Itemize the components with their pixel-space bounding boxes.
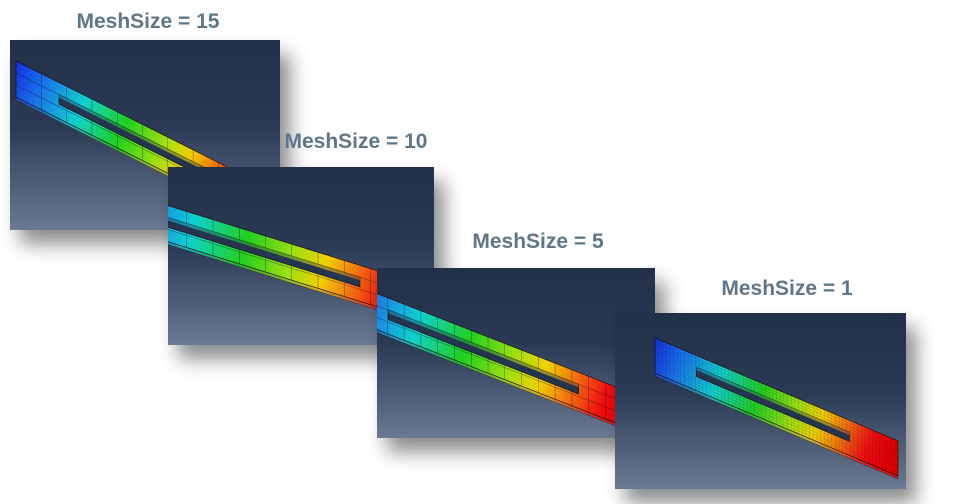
fea-result-panel-15	[10, 40, 280, 230]
panel-label-10: MeshSize = 10	[284, 130, 428, 153]
beam-plot	[654, 337, 899, 480]
mesh-line	[654, 346, 899, 450]
fea-result-panel-1	[615, 313, 906, 489]
slot-inner-wall	[388, 309, 579, 388]
mesh-line	[654, 340, 899, 444]
panel-label-5: MeshSize = 5	[472, 230, 604, 253]
mesh-line	[654, 370, 899, 474]
slot-inner-wall	[59, 94, 219, 178]
fea-result-panel-5	[377, 268, 655, 438]
panel-label-1: MeshSize = 1	[721, 277, 853, 300]
mesh-line	[654, 367, 899, 471]
mesh-line	[654, 361, 899, 465]
mesh-line	[654, 364, 899, 468]
beam-plot	[377, 293, 640, 436]
mesh-line	[168, 229, 424, 310]
beam-plot	[168, 205, 424, 325]
panel-label-15: MeshSize = 15	[76, 10, 220, 33]
slot-inner-wall	[696, 367, 850, 435]
beam-top-face	[377, 293, 640, 433]
mesh-line	[377, 317, 640, 421]
fea-result-panel-10	[168, 167, 434, 345]
mesh-line	[654, 343, 899, 447]
slot-inner-wall	[168, 217, 360, 281]
